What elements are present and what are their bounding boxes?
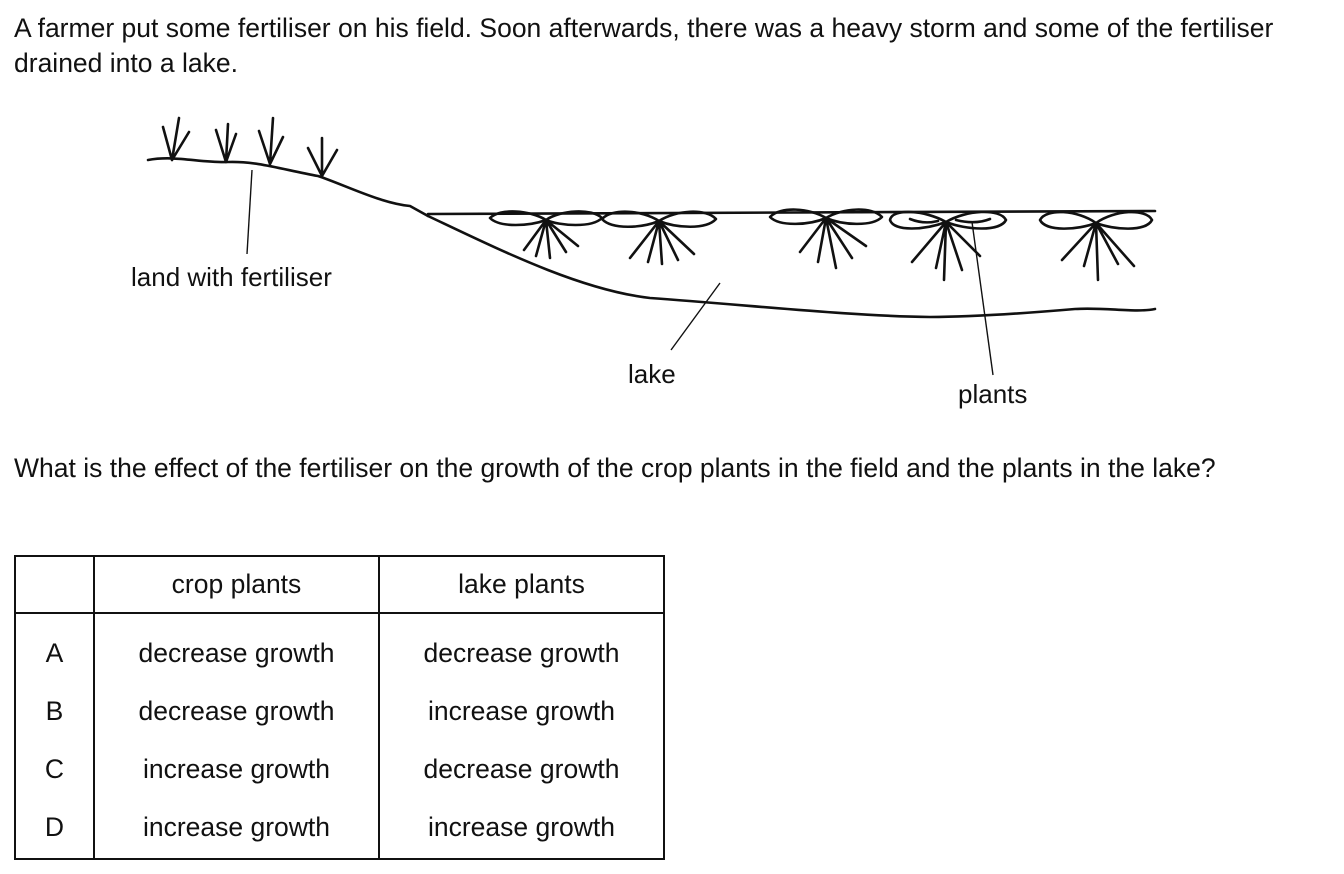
lake-plants-cell: decrease growth [378, 740, 665, 798]
crop-plants-cell: increase growth [93, 740, 380, 798]
lake-plants [488, 208, 1154, 282]
lake-bed-outline [426, 214, 1157, 319]
lake-plants-cell: decrease growth [378, 613, 665, 682]
lake-label: lake [628, 359, 676, 389]
lake-plant [1038, 210, 1154, 282]
table-header-lake-plants: lake plants [378, 555, 665, 614]
table-header-row: crop plants lake plants [14, 555, 665, 614]
table-header-blank [14, 555, 95, 614]
lake-plant [488, 210, 604, 260]
table-row[interactable]: D increase growth increase growth [14, 798, 665, 859]
plants-label: plants [958, 379, 1027, 409]
land-label: land with fertiliser [131, 262, 332, 292]
lake-leader-line [670, 282, 721, 351]
option-letter: A [14, 613, 95, 682]
option-letter: C [14, 740, 95, 798]
lake-plant [768, 208, 884, 270]
answer-options-table: crop plants lake plants A decrease growt… [14, 555, 665, 860]
crop-plants-cell: decrease growth [93, 682, 380, 740]
table-row[interactable]: A decrease growth decrease growth [14, 613, 665, 682]
lake-plants-cell: increase growth [378, 798, 665, 859]
option-letter: D [14, 798, 95, 859]
table-row[interactable]: C increase growth decrease growth [14, 740, 665, 798]
option-letter: B [14, 682, 95, 740]
lake-plants-cell: increase growth [378, 682, 665, 740]
land-leader-line [246, 169, 253, 255]
table-header-crop-plants: crop plants [93, 555, 380, 614]
intro-text: A farmer put some fertiliser on his fiel… [14, 13, 1274, 78]
table-row[interactable]: B decrease growth increase growth [14, 682, 665, 740]
plants-leader-line [971, 221, 994, 376]
lake-surface-line [426, 209, 1157, 216]
crop-plants-cell: decrease growth [93, 613, 380, 682]
crop-plants [161, 116, 339, 178]
crop-plants-cell: increase growth [93, 798, 380, 859]
lake-plant [888, 210, 1008, 282]
lake-plant [600, 210, 718, 266]
question-text: What is the effect of the fertiliser on … [14, 453, 1216, 483]
land-outline [146, 157, 430, 218]
